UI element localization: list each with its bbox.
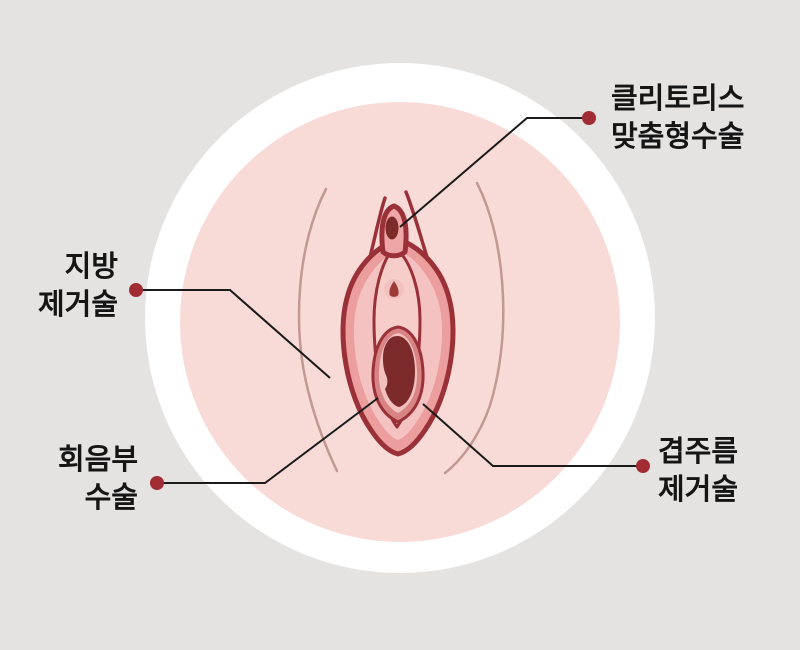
urethra-opening bbox=[389, 281, 399, 297]
label-line: 지방 bbox=[64, 251, 118, 283]
label-line: 겹주름 bbox=[658, 436, 739, 468]
clitoral-glans bbox=[385, 216, 399, 240]
leader-perineum bbox=[157, 397, 379, 484]
dot-clitoris bbox=[582, 111, 596, 125]
dot-fat-removal bbox=[129, 283, 143, 297]
leader-fat-removal bbox=[136, 289, 331, 379]
label-line: 제거술 bbox=[658, 474, 739, 506]
labia-tip-left bbox=[368, 196, 387, 259]
vaginal-opening bbox=[382, 336, 415, 407]
leader-clitoris bbox=[399, 117, 589, 228]
leader-lines bbox=[136, 117, 643, 484]
labia-tip-right bbox=[404, 190, 429, 259]
label-clitoris-custom-surgery: 클리토리스 맞춤형수술 bbox=[611, 80, 744, 156]
label-perineum-surgery: 회음부 수술 bbox=[58, 441, 138, 517]
label-fold-removal: 겹주름 제거술 bbox=[658, 433, 738, 509]
label-line: 회음부 bbox=[57, 444, 138, 476]
crease-line-right bbox=[443, 181, 505, 475]
leader-fold-removal bbox=[422, 403, 643, 467]
label-fat-removal: 지방 제거술 bbox=[38, 248, 118, 324]
crease-line-left bbox=[297, 187, 339, 473]
label-line: 클리토리스 bbox=[611, 83, 745, 115]
label-line: 맞춤형수술 bbox=[611, 121, 745, 153]
label-line: 제거술 bbox=[37, 289, 118, 321]
marker-dots bbox=[129, 111, 650, 490]
label-line: 수술 bbox=[84, 482, 138, 514]
dot-perineum bbox=[150, 476, 164, 490]
vulva-illustration bbox=[340, 190, 456, 457]
dot-fold-removal bbox=[636, 459, 650, 473]
